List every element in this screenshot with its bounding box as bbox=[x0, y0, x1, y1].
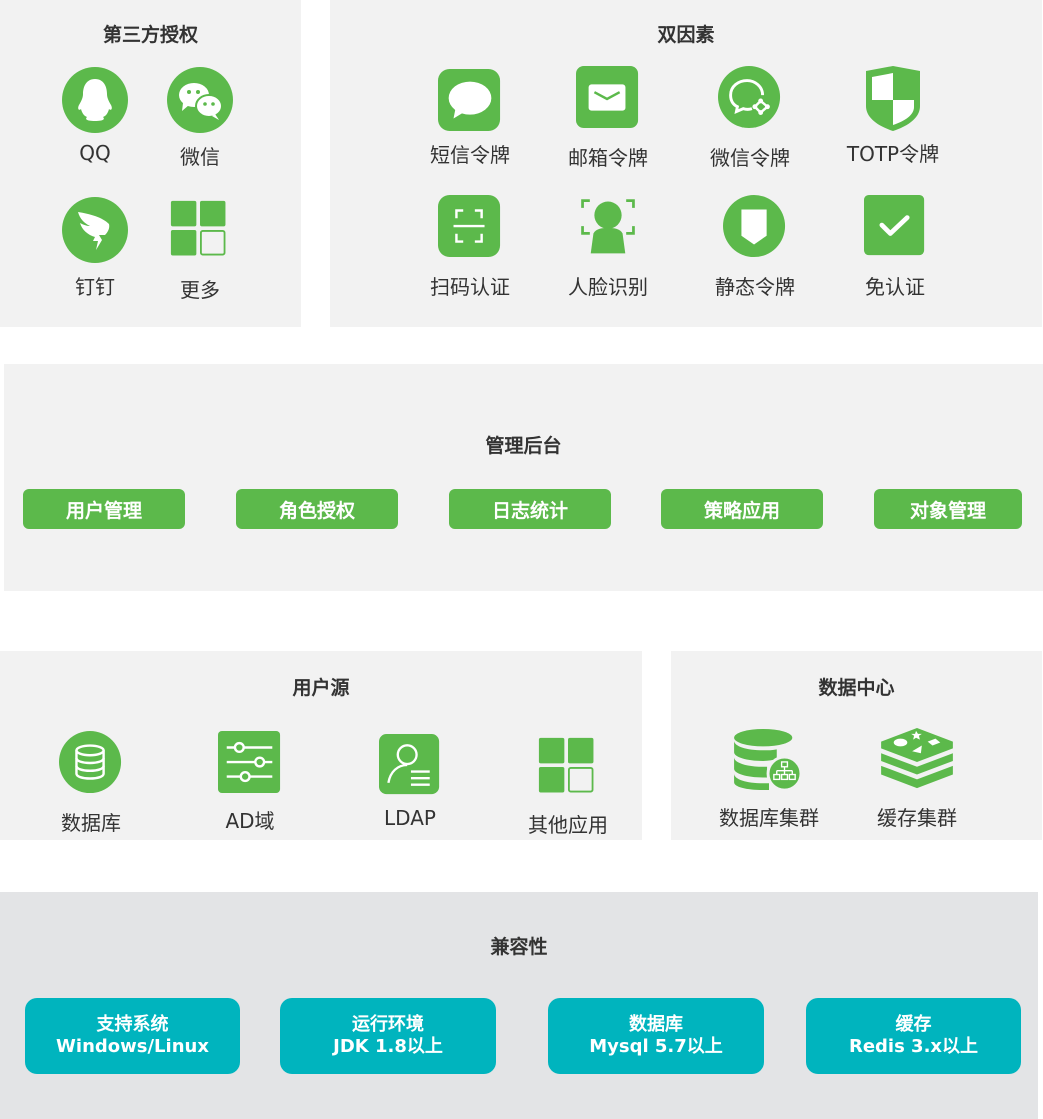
panel-title: 第三方授权 bbox=[102, 24, 198, 46]
item-label: 邮箱令牌 bbox=[568, 146, 648, 170]
panel-title: 管理后台 bbox=[485, 435, 562, 457]
checkmark-icon bbox=[864, 195, 925, 256]
qq-penguin-icon bbox=[62, 67, 128, 133]
compat-card-value: Mysql 5.7以上 bbox=[589, 1036, 723, 1057]
item-wechat-token[interactable]: 微信令牌 bbox=[690, 66, 810, 171]
item-label: 数据库 bbox=[61, 811, 121, 835]
item-label: 静态令牌 bbox=[715, 275, 795, 299]
item-label: 钉钉 bbox=[75, 275, 115, 299]
face-recognition-icon bbox=[581, 199, 635, 254]
compat-card-title: 运行环境 bbox=[352, 1014, 424, 1035]
item-more[interactable]: 更多 bbox=[140, 200, 260, 303]
shield-icon bbox=[866, 66, 920, 131]
item-wechat[interactable]: 微信 bbox=[140, 67, 260, 170]
panel-title: 双因素 bbox=[657, 24, 715, 46]
wechat-token-icon bbox=[718, 66, 781, 129]
third-party-panel: 第三方授权 QQ 微信 钉钉 bbox=[0, 0, 301, 327]
item-qq[interactable]: QQ bbox=[35, 67, 155, 165]
data-center-panel: 数据中心 数据库集群 缓存集群 bbox=[671, 651, 1042, 840]
item-label: 微信令牌 bbox=[710, 146, 790, 170]
wechat-icon bbox=[167, 67, 233, 133]
compat-card-value: Windows/Linux bbox=[56, 1036, 209, 1057]
item-database-cluster[interactable]: 数据库集群 bbox=[704, 728, 834, 831]
user-source-panel: 用户源 数据库 AD域 LDAP bbox=[0, 651, 642, 840]
more-grid-icon bbox=[170, 200, 226, 256]
item-static-token[interactable]: 静态令牌 bbox=[695, 195, 815, 300]
item-no-auth[interactable]: 免认证 bbox=[835, 195, 955, 300]
item-ad-domain[interactable]: AD域 bbox=[190, 731, 310, 834]
item-label: AD域 bbox=[225, 809, 275, 833]
redis-cache-icon bbox=[881, 728, 953, 789]
item-label: TOTP令牌 bbox=[846, 142, 940, 166]
sliders-icon bbox=[218, 731, 281, 794]
two-factor-panel: 双因素 短信令牌 邮箱令牌 微信令牌 TO bbox=[330, 0, 1042, 327]
item-ldap[interactable]: LDAP bbox=[350, 734, 470, 830]
item-other-apps[interactable]: 其他应用 bbox=[508, 737, 628, 838]
compat-card-title: 支持系统 bbox=[96, 1014, 169, 1035]
item-label: 短信令牌 bbox=[430, 143, 510, 167]
panel-title: 数据中心 bbox=[818, 677, 895, 699]
more-grid-icon bbox=[538, 737, 594, 793]
compatibility-panel: 兼容性 支持系统 Windows/Linux 运行环境 JDK 1.8以上 数据… bbox=[0, 892, 1038, 1119]
panel-title: 用户源 bbox=[292, 677, 350, 699]
item-face-recognition[interactable]: 人脸识别 bbox=[548, 195, 668, 300]
log-statistics-button[interactable]: 日志统计 bbox=[449, 489, 611, 529]
mail-envelope-icon bbox=[576, 66, 639, 129]
database-cluster-icon bbox=[734, 728, 803, 792]
item-label: 免认证 bbox=[865, 275, 925, 299]
compat-card-title: 缓存 bbox=[895, 1014, 932, 1035]
item-label: 微信 bbox=[180, 145, 220, 169]
compat-card-os: 支持系统 Windows/Linux bbox=[25, 998, 240, 1074]
item-label: LDAP bbox=[384, 806, 436, 830]
item-totp-token[interactable]: TOTP令牌 bbox=[833, 66, 953, 167]
scan-icon bbox=[438, 195, 501, 258]
compat-card-value: JDK 1.8以上 bbox=[333, 1036, 443, 1057]
dingtalk-icon bbox=[62, 197, 128, 263]
object-management-button[interactable]: 对象管理 bbox=[874, 489, 1022, 529]
database-icon bbox=[59, 731, 122, 794]
compat-card-runtime: 运行环境 JDK 1.8以上 bbox=[280, 998, 496, 1074]
item-cache-cluster[interactable]: 缓存集群 bbox=[857, 728, 977, 831]
item-label: 扫码认证 bbox=[430, 275, 510, 299]
policy-application-button[interactable]: 策略应用 bbox=[661, 489, 823, 529]
item-label: QQ bbox=[79, 141, 111, 165]
item-dingtalk[interactable]: 钉钉 bbox=[35, 197, 155, 300]
role-authorization-button[interactable]: 角色授权 bbox=[236, 489, 398, 529]
item-database[interactable]: 数据库 bbox=[31, 731, 151, 836]
item-label: 人脸识别 bbox=[568, 275, 648, 299]
item-label: 数据库集群 bbox=[719, 806, 819, 830]
sms-bubble-icon bbox=[438, 69, 501, 132]
item-label: 其他应用 bbox=[528, 813, 608, 837]
panel-title: 兼容性 bbox=[490, 936, 548, 958]
user-list-icon bbox=[379, 734, 440, 795]
item-label: 缓存集群 bbox=[877, 806, 957, 830]
item-scan-auth[interactable]: 扫码认证 bbox=[410, 195, 530, 300]
compat-card-value: Redis 3.x以上 bbox=[848, 1036, 979, 1057]
compat-card-cache: 缓存 Redis 3.x以上 bbox=[806, 998, 1021, 1074]
static-token-icon bbox=[723, 195, 786, 258]
compat-card-database: 数据库 Mysql 5.7以上 bbox=[548, 998, 764, 1074]
compat-card-title: 数据库 bbox=[629, 1014, 683, 1035]
item-label: 更多 bbox=[180, 278, 220, 302]
admin-panel: 管理后台 用户管理 角色授权 日志统计 策略应用 对象管理 bbox=[4, 364, 1043, 591]
user-management-button[interactable]: 用户管理 bbox=[23, 489, 185, 529]
item-mail-token[interactable]: 邮箱令牌 bbox=[548, 66, 668, 171]
item-sms-token[interactable]: 短信令牌 bbox=[410, 69, 530, 168]
